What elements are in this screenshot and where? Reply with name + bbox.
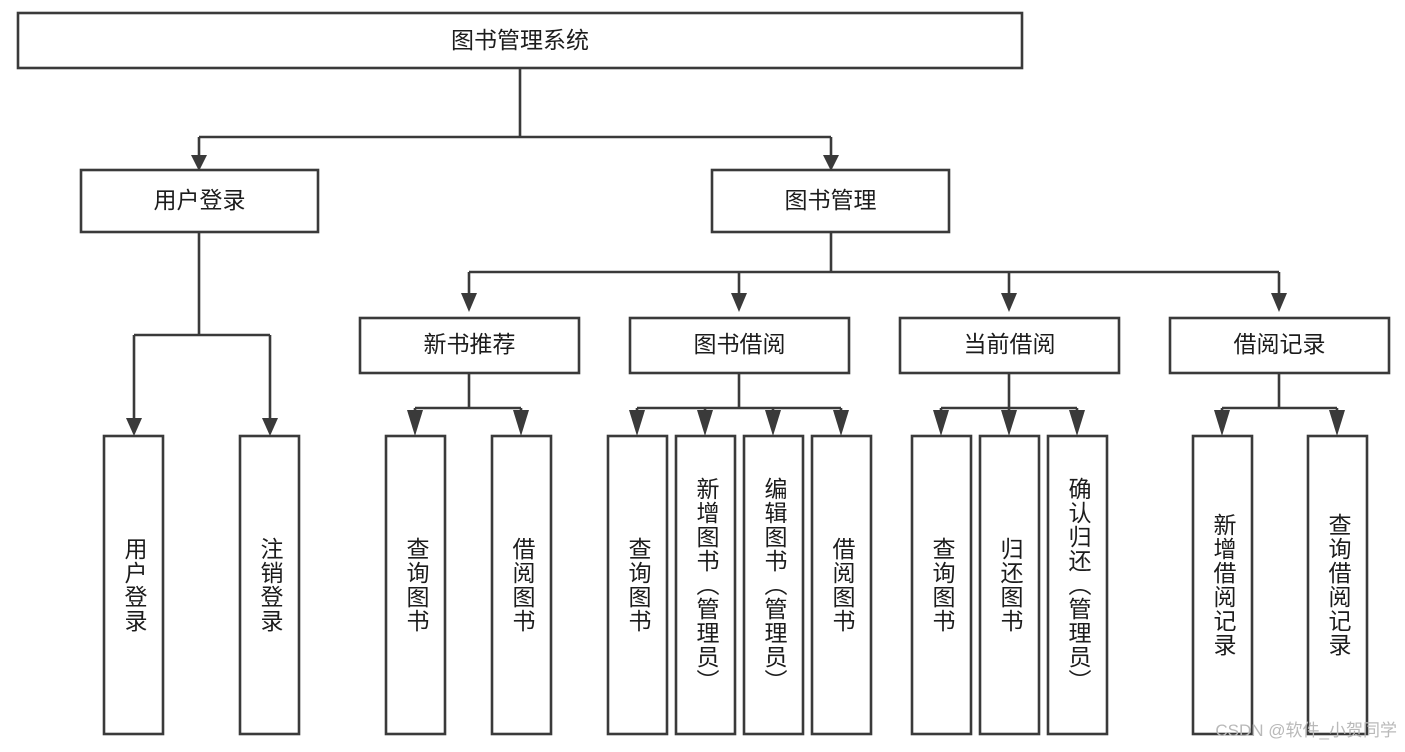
node-leaf-query-record-box[interactable] xyxy=(1306,434,1369,736)
node-leaf-logout-box[interactable] xyxy=(238,434,301,736)
node-borrow-box[interactable] xyxy=(628,316,851,375)
node-leaf-confirm-return-box[interactable] xyxy=(1046,434,1109,736)
arrowhead-borrow xyxy=(731,293,747,312)
arrowhead-leaf-add-record xyxy=(1214,410,1230,436)
node-leaf-add-book-box[interactable] xyxy=(674,434,737,736)
arrowhead-leaf-user-login xyxy=(126,418,142,436)
node-borrow-label: 图书借阅 xyxy=(694,331,786,357)
arrowhead-bookmgmt xyxy=(823,155,839,171)
arrowhead-leaf-query-book-1 xyxy=(407,410,423,436)
node-records-box[interactable] xyxy=(1168,316,1391,375)
node-records-label: 借阅记录 xyxy=(1234,331,1326,357)
csdn-watermark: CSDN @软件_小贺同学 xyxy=(1215,721,1397,740)
node-leaf-user-login-box[interactable] xyxy=(102,434,165,736)
node-current-label: 当前借阅 xyxy=(964,331,1056,357)
node-bookmgmt-label: 图书管理 xyxy=(785,187,877,213)
arrowhead-login xyxy=(191,155,207,171)
node-leaf-query-book-2-box[interactable] xyxy=(606,434,669,736)
arrowhead-leaf-logout xyxy=(262,418,278,436)
node-leaf-borrow-book-1-box[interactable] xyxy=(490,434,553,736)
arrowhead-leaf-query-book-2 xyxy=(629,410,645,436)
arrowhead-current xyxy=(1001,293,1017,312)
node-root-label: 图书管理系统 xyxy=(451,27,589,53)
node-leaf-query-book-1-box[interactable] xyxy=(384,434,447,736)
node-layer: 图书管理系统 用户登录 图书管理 新书推荐 图书借阅 当前借阅 借阅记录 xyxy=(16,11,1391,736)
node-leaf-edit-book-box[interactable] xyxy=(742,434,805,736)
node-leaf-query-book-3-box[interactable] xyxy=(910,434,973,736)
node-newbook-box[interactable] xyxy=(358,316,581,375)
arrowhead-leaf-borrow-book-2 xyxy=(833,410,849,436)
connector-layer xyxy=(126,68,1345,436)
arrowhead-leaf-return-book xyxy=(1001,410,1017,436)
arrowhead-leaf-query-record xyxy=(1329,410,1345,436)
node-leaf-borrow-book-2-box[interactable] xyxy=(810,434,873,736)
node-newbook-label: 新书推荐 xyxy=(424,331,516,357)
arrowhead-newbook xyxy=(461,293,477,312)
arrowhead-leaf-edit-book xyxy=(765,410,781,436)
arrowhead-leaf-add-book xyxy=(697,410,713,436)
arrowhead-leaf-borrow-book-1 xyxy=(513,410,529,436)
arrowhead-records xyxy=(1271,293,1287,312)
node-leaf-add-record-box[interactable] xyxy=(1191,434,1254,736)
node-root-box[interactable] xyxy=(16,11,1024,70)
arrowhead-leaf-confirm-return xyxy=(1069,410,1085,436)
node-current-box[interactable] xyxy=(898,316,1121,375)
node-bookmgmt-box[interactable] xyxy=(710,168,951,234)
node-login-label: 用户登录 xyxy=(154,187,246,213)
node-leaf-return-book-box[interactable] xyxy=(978,434,1041,736)
node-login-box[interactable] xyxy=(79,168,320,234)
arrowhead-leaf-query-book-3 xyxy=(933,410,949,436)
